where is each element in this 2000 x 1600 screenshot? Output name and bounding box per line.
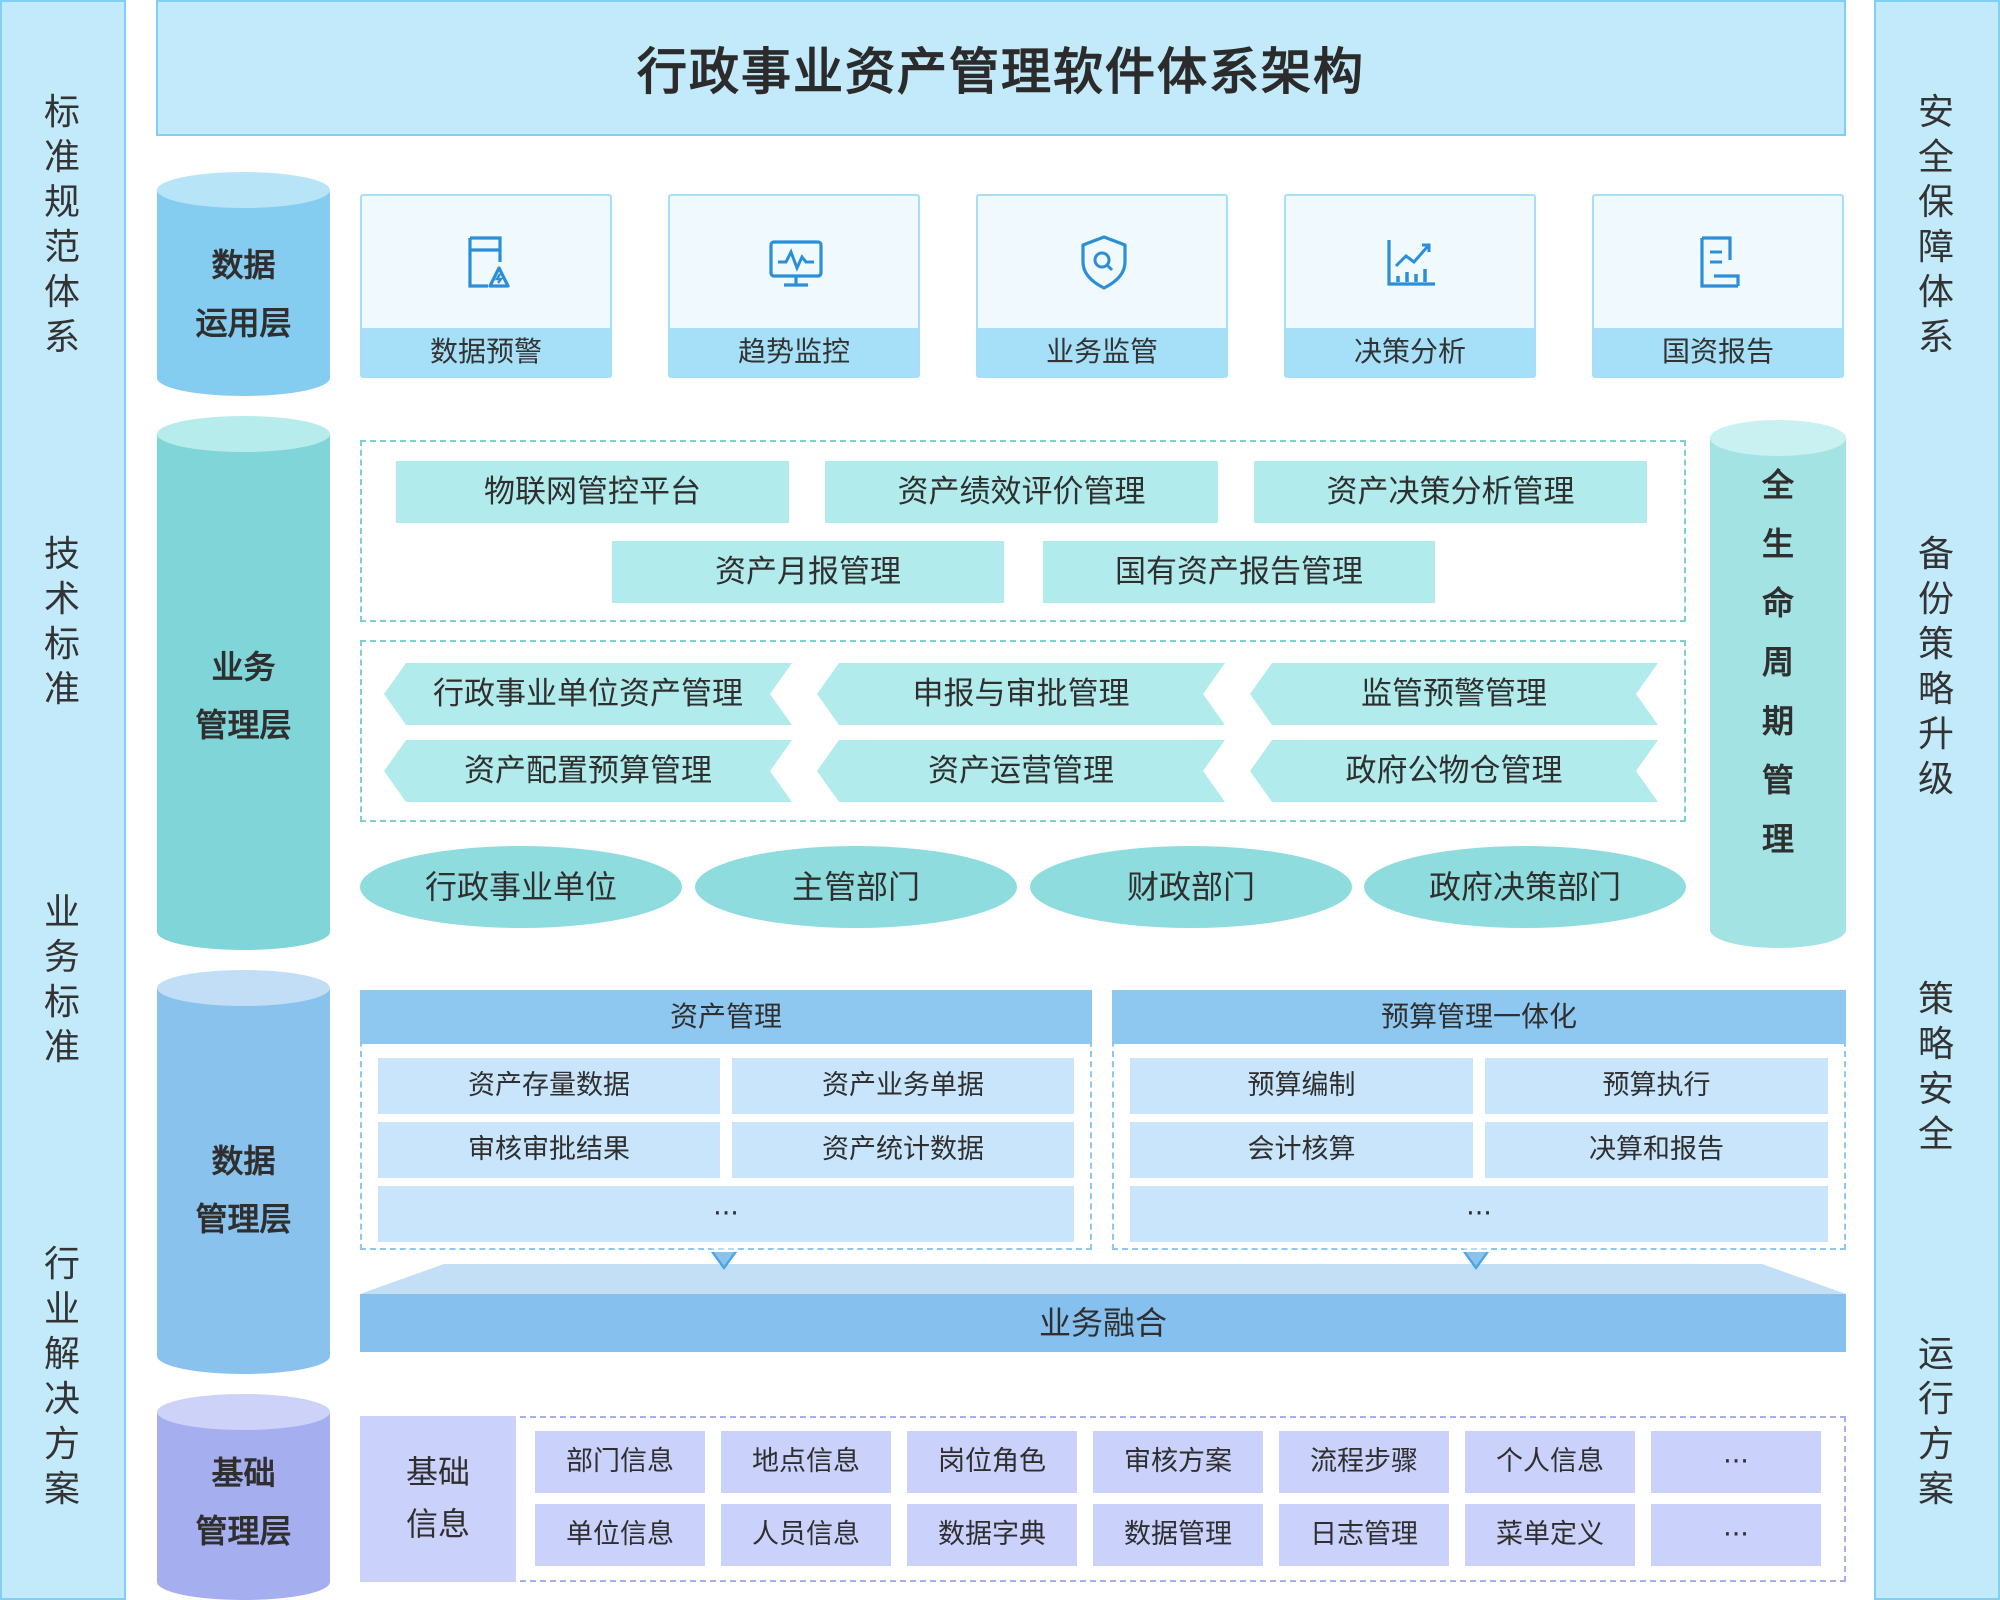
lifecycle-label: 全 生 命 周 期 管 理 xyxy=(1761,466,1794,858)
right-label-backup: 备 份 策 略 升 级 xyxy=(1917,534,1956,800)
module-config-budget[interactable]: 资产配置预算管理 xyxy=(384,740,792,802)
base-cell-data-dictionary[interactable]: 数据字典 xyxy=(907,1504,1077,1566)
asset-cell-statistics[interactable]: 资产统计数据 xyxy=(732,1122,1074,1178)
layer-app-label: 数据 运用层 xyxy=(195,246,292,342)
trend-monitor-icon xyxy=(769,240,823,287)
base-cell-process-step[interactable]: 流程步骤 xyxy=(1279,1431,1449,1493)
shield-search-icon xyxy=(1081,235,1127,290)
platform-monthly-report[interactable]: 资产月报管理 xyxy=(612,541,1004,603)
business-fusion-label: 业务融合 xyxy=(1038,1304,1167,1342)
base-cell-unit-info[interactable]: 单位信息 xyxy=(535,1504,705,1566)
layer-app-cylinder: 数据 运用层 xyxy=(157,172,330,396)
budget-panel-title: 预算管理一体化 xyxy=(1112,990,1846,1044)
layer-business-label: 业务 管理层 xyxy=(195,648,292,744)
base-cell-more-row1: ··· xyxy=(1651,1431,1821,1493)
left-standards-column: 标 准 规 范 体 系 技 术 标 准 业 务 标 准 行 业 解 决 方 案 xyxy=(0,0,126,1600)
right-label-operation: 运 行 方 案 xyxy=(1917,1334,1956,1510)
left-label-solutions: 行 业 解 决 方 案 xyxy=(43,1244,82,1510)
base-cell-menu-definition[interactable]: 菜单定义 xyxy=(1465,1504,1635,1566)
budget-cell-final-report[interactable]: 决算和报告 xyxy=(1485,1122,1828,1178)
lifecycle-cylinder: 全 生 命 周 期 管 理 xyxy=(1710,420,1846,948)
down-arrow-icon xyxy=(711,1252,737,1270)
page-title: 行政事业资产管理软件体系架构 xyxy=(637,43,1365,101)
module-supervision-alert[interactable]: 监管预警管理 xyxy=(1250,663,1658,725)
base-cell-data-management[interactable]: 数据管理 xyxy=(1093,1504,1263,1566)
app-card-trend-monitor[interactable]: 趋势监控 xyxy=(668,194,920,378)
app-card-label: 业务监管 xyxy=(978,328,1226,376)
asset-cell-more: ··· xyxy=(378,1186,1074,1242)
budget-cell-execute[interactable]: 预算执行 xyxy=(1485,1058,1828,1114)
left-label-business: 业 务 标 准 xyxy=(43,892,82,1068)
dept-competent[interactable]: 主管部门 xyxy=(695,846,1017,928)
app-card-label: 趋势监控 xyxy=(670,328,918,376)
right-label-policy: 策 略 安 全 xyxy=(1917,979,1956,1155)
base-info-title: 基础 信息 xyxy=(405,1453,470,1543)
base-cell-audit-plan[interactable]: 审核方案 xyxy=(1093,1431,1263,1493)
chart-analysis-icon xyxy=(1387,240,1435,286)
platform-asset-decision[interactable]: 资产决策分析管理 xyxy=(1254,461,1647,523)
right-security-column: 安 全 保 障 体 系 备 份 策 略 升 级 策 略 安 全 运 行 方 案 xyxy=(1874,0,2000,1600)
asset-cell-business-docs[interactable]: 资产业务单据 xyxy=(732,1058,1074,1114)
app-card-decision-analysis[interactable]: 决策分析 xyxy=(1284,194,1536,378)
title-banner: 行政事业资产管理软件体系架构 xyxy=(156,0,1846,136)
platform-state-asset-report[interactable]: 国有资产报告管理 xyxy=(1043,541,1435,603)
budget-cell-compile[interactable]: 预算编制 xyxy=(1130,1058,1473,1114)
layer-data-cylinder: 数据 管理层 xyxy=(157,970,330,1374)
layer-base-label: 基础 管理层 xyxy=(195,1454,292,1550)
business-fusion-platform xyxy=(360,1248,1846,1352)
base-cell-post-role[interactable]: 岗位角色 xyxy=(907,1431,1077,1493)
module-group xyxy=(360,640,1686,822)
app-card-business-supervision[interactable]: 业务监管 xyxy=(976,194,1228,378)
asset-cell-approval-results[interactable]: 审核审批结果 xyxy=(378,1122,720,1178)
left-label-standards: 标 准 规 范 体 系 xyxy=(43,92,82,358)
app-card-data-alert[interactable]: 数据预警 xyxy=(360,194,612,378)
dept-finance[interactable]: 财政部门 xyxy=(1030,846,1352,928)
app-card-label: 国资报告 xyxy=(1594,328,1842,376)
module-public-warehouse[interactable]: 政府公物仓管理 xyxy=(1250,740,1658,802)
base-cell-staff-info[interactable]: 人员信息 xyxy=(721,1504,891,1566)
base-cell-more-row2: ··· xyxy=(1651,1504,1821,1566)
layer-data-label: 数据 管理层 xyxy=(195,1142,292,1238)
base-cell-log-management[interactable]: 日志管理 xyxy=(1279,1504,1449,1566)
app-card-label: 数据预警 xyxy=(362,328,610,376)
base-cell-location-info[interactable]: 地点信息 xyxy=(721,1431,891,1493)
report-document-icon xyxy=(1700,236,1740,288)
asset-panel-title: 资产管理 xyxy=(360,990,1092,1044)
base-info-header: 基础 信息 xyxy=(360,1416,516,1582)
right-label-security: 安 全 保 障 体 系 xyxy=(1917,92,1956,358)
platform-asset-performance[interactable]: 资产绩效评价管理 xyxy=(825,461,1218,523)
down-arrow-icon xyxy=(1463,1252,1489,1270)
platform-iot-control[interactable]: 物联网管控平台 xyxy=(396,461,789,523)
data-alert-icon xyxy=(468,236,510,288)
layer-business-cylinder: 业务 管理层 xyxy=(157,416,330,950)
left-label-tech: 技 术 标 准 xyxy=(43,534,82,710)
layer-base-cylinder: 基础 管理层 xyxy=(157,1394,330,1600)
module-asset-operation[interactable]: 资产运营管理 xyxy=(817,740,1225,802)
dept-institution[interactable]: 行政事业单位 xyxy=(360,846,682,928)
module-institution-asset[interactable]: 行政事业单位资产管理 xyxy=(384,663,792,725)
base-cell-dept-info[interactable]: 部门信息 xyxy=(535,1431,705,1493)
dept-government-decision[interactable]: 政府决策部门 xyxy=(1364,846,1686,928)
module-declaration-approval[interactable]: 申报与审批管理 xyxy=(817,663,1225,725)
budget-cell-accounting[interactable]: 会计核算 xyxy=(1130,1122,1473,1178)
budget-cell-more: ··· xyxy=(1130,1186,1828,1242)
app-card-state-asset-report[interactable]: 国资报告 xyxy=(1592,194,1844,378)
app-card-label: 决策分析 xyxy=(1286,328,1534,376)
platform-group xyxy=(360,440,1686,622)
asset-cell-stock-data[interactable]: 资产存量数据 xyxy=(378,1058,720,1114)
base-cell-personal-info[interactable]: 个人信息 xyxy=(1465,1431,1635,1493)
